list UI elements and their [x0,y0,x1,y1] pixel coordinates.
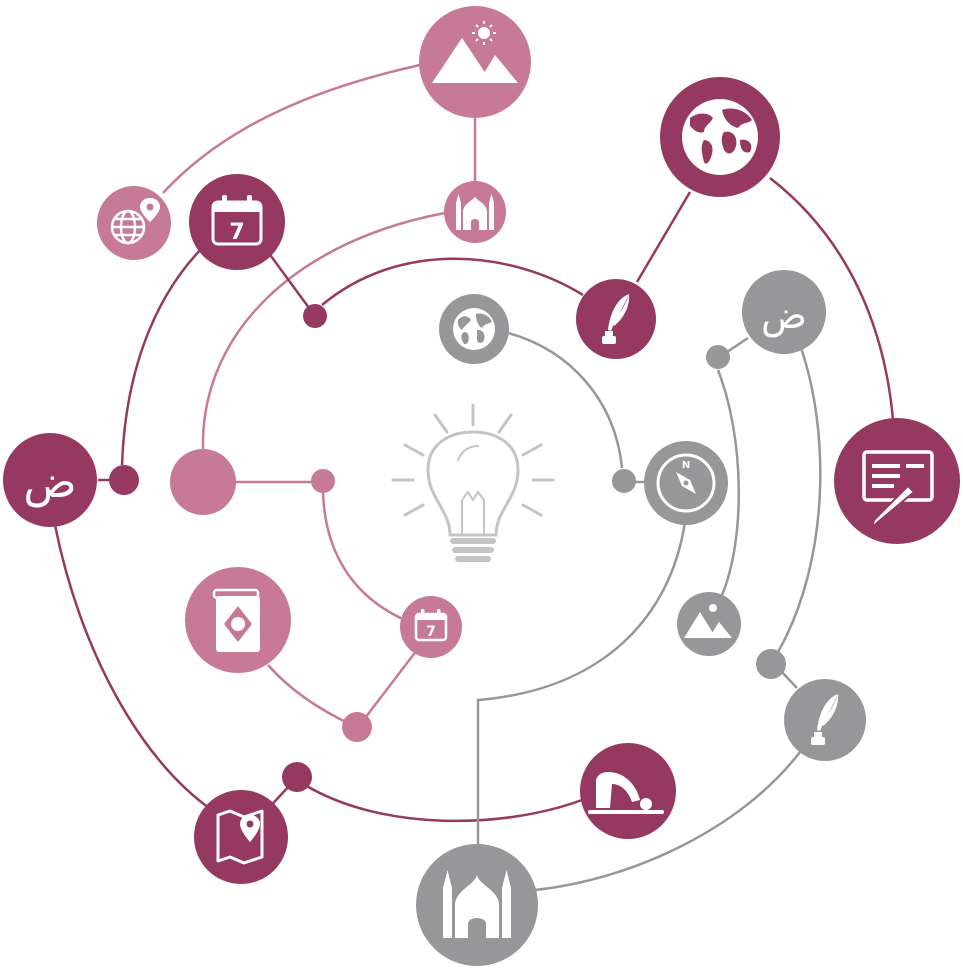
mountain-gray-node [677,592,741,656]
arabic-letter-icon: ض [761,293,807,338]
arabic-letter-dark-node: ض [3,433,97,527]
calendar-day-label: 7 [426,624,436,640]
book-icon [212,588,260,652]
connector-gray-inner-arc [716,369,740,596]
junction-dot [756,649,786,679]
calendar-icon: 7 [414,609,448,642]
connector-gray-bottom [534,751,801,892]
connector-gray-letter [726,336,749,354]
quill-icon [811,694,839,745]
junction-dot [109,465,139,495]
quill-dark-node [576,279,656,359]
globe-pin-icon [110,209,146,245]
compass-north-label: N [682,460,690,471]
arabic-letter-icon: ض [23,457,76,508]
mountain-sun-icon [684,604,732,638]
quill-gray-node [784,679,866,761]
world-map-icon [690,108,752,164]
globe-icon [457,313,492,345]
connector-dark-world [635,191,692,283]
connector-light-calendar-down [361,649,418,723]
calendar-light-node: 7 [400,596,462,658]
mosque-small-node [444,181,506,243]
globe-gray-node [439,294,509,364]
map-icon [216,809,264,865]
junction-dot [342,712,372,742]
prayer-icon [588,772,664,814]
prayer-node [580,743,676,839]
junction-dot [282,762,312,792]
mosque-icon [456,194,494,230]
mountain-sun-icon [432,21,518,83]
connector-gray-outer-arc [776,344,822,653]
arabic-letter-gray-node: ض [742,270,826,354]
junction-dot [303,304,327,328]
connector-light-book [267,664,353,727]
compass-node: N [644,441,728,525]
calendar-day-label: 7 [229,220,244,245]
connector-dark-right [769,177,895,421]
junction-dots [109,304,786,792]
junction-dot [311,469,335,493]
mosque-icon [443,870,511,938]
connector-dark-bottom-arc [304,783,583,823]
quran-book-node [185,567,291,673]
connector-light-outer [162,63,421,194]
presentation-icon [862,450,934,532]
connector-lines [53,63,895,892]
connector-dark-left-bottom [53,524,213,812]
lightbulb-icon [391,403,555,562]
calendar-icon: 7 [211,195,263,246]
map-pin-node [194,790,288,884]
connector-gray-globe [507,331,624,469]
mosque-large-node [416,844,538,966]
connector-dark-top-arc [321,257,584,306]
connector-light-arc [201,211,446,451]
mountain-sun-node [419,6,531,118]
compass-icon: N [656,453,716,513]
presentation-board-node [834,418,960,544]
world-map-node [660,77,780,197]
globe-pin-node [97,186,171,260]
junction-dot [612,469,636,493]
quill-icon [602,294,630,344]
calendar-dark-node: 7 [189,174,285,270]
connector-gray-compass-down [476,521,687,860]
junction-dot [706,345,730,369]
connector-dark-calendar [266,251,314,313]
connector-dark-left-top [120,244,206,466]
connector-light-to-calendar [321,491,406,622]
junction-hub [170,449,236,515]
